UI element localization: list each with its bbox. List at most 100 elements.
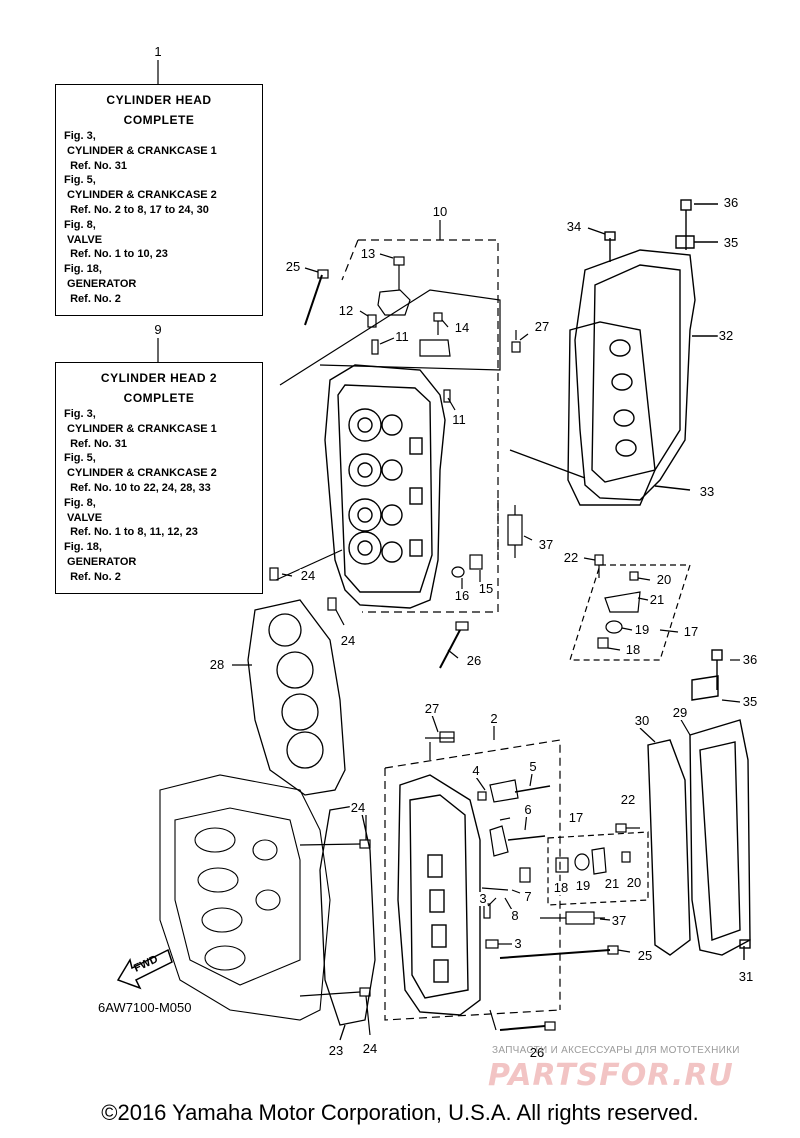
box9-line: Ref. No. 2 (64, 570, 121, 583)
ref-6: 6 (523, 802, 533, 817)
ref-7: 7 (523, 889, 533, 904)
ref-21: 21 (648, 592, 666, 607)
group-2-outline (384, 739, 561, 1021)
box1-line: Fig. 18, (64, 263, 102, 276)
box1-line: Fig. 5, (64, 174, 96, 187)
box1-title: CYLINDER HEAD (106, 93, 212, 107)
ref-17-b: 17 (567, 810, 585, 825)
box1-subtitle: COMPLETE (123, 113, 195, 127)
box9-line: Fig. 3, (64, 408, 96, 420)
group-17-upper-outline (569, 564, 691, 661)
ref-19-b: 19 (574, 878, 592, 893)
ref-23: 23 (327, 1043, 345, 1058)
ref-25-b: 25 (636, 948, 654, 963)
group-10-outline (341, 239, 499, 613)
box1-line: VALVE (64, 233, 103, 246)
box9-line: CYLINDER & CRANKCASE 2 (64, 467, 217, 480)
ref-18: 18 (624, 642, 642, 657)
box9-line: Ref. No. 1 to 8, 11, 12, 23 (64, 526, 198, 539)
ref-20-b: 20 (625, 875, 643, 890)
spark-plug-37-lower (540, 911, 605, 925)
ref-14: 14 (453, 320, 471, 335)
ref-20: 20 (655, 572, 673, 587)
lower-gasket-23 (319, 804, 376, 1041)
ref-24: 24 (299, 568, 317, 583)
box1-line: Fig. 3, (64, 130, 96, 142)
watermark-logo: PARTSFOR.RU (488, 1058, 734, 1093)
ref-17: 17 (682, 624, 700, 639)
ref-36: 36 (722, 195, 740, 210)
ref-24-b: 24 (339, 633, 357, 648)
ref-11: 11 (394, 329, 410, 344)
ref-3-b: 3 (513, 936, 523, 951)
dowels-24-lower (299, 815, 371, 1036)
ref-18-b: 18 (552, 880, 570, 895)
ref-8: 8 (510, 908, 520, 923)
lower-cylinder-head (397, 774, 481, 1016)
ref-22: 22 (562, 550, 580, 565)
box9-line: Ref. No. 31 (64, 437, 127, 450)
ref-21-b: 21 (603, 876, 621, 891)
head-gasket-28 (232, 599, 346, 796)
parts-15-16 (451, 554, 483, 590)
leaders-group-10 (279, 253, 529, 411)
box9-line: CYLINDER & CRANKCASE 1 (64, 422, 217, 435)
ref-37-b: 37 (610, 913, 628, 928)
box1-line: Fig. 8, (64, 218, 96, 231)
ref-15: 15 (477, 581, 495, 596)
ref-24-c: 24 (349, 800, 367, 815)
ref-26: 26 (465, 653, 483, 668)
ref-4: 4 (471, 763, 481, 778)
box1-line: Ref. No. 2 (64, 292, 121, 305)
ref-27: 27 (533, 319, 551, 334)
ref-22-b: 22 (619, 792, 637, 807)
box9-number: 9 (153, 322, 163, 337)
valve-cover-29-30 (647, 649, 751, 960)
ref-29: 29 (671, 705, 689, 720)
box9-line: VALVE (64, 511, 103, 524)
box1-line: Ref. No. 2 to 8, 17 to 24, 30 (64, 203, 209, 216)
box9-line: Fig. 8, (64, 496, 96, 509)
watermark-tagline: ЗАПЧАСТИ И АКСЕССУАРЫ ДЛЯ МОТОТЕХНИКИ (492, 1045, 740, 1056)
box1-line: Ref. No. 31 (64, 159, 127, 172)
ref-12: 12 (337, 303, 355, 318)
box1-cylinder-head: CYLINDER HEAD COMPLETE Fig. 3, CYLINDER … (55, 84, 263, 316)
box1-number: 1 (153, 44, 163, 59)
box9-subtitle: COMPLETE (123, 391, 195, 405)
ref-35: 35 (722, 235, 740, 250)
ref-34: 34 (565, 219, 583, 234)
box9-line: Ref. No. 10 to 22, 24, 28, 33 (64, 481, 211, 494)
box9-line: Fig. 5, (64, 452, 96, 465)
ref-28: 28 (208, 657, 226, 672)
ref-31: 31 (737, 969, 755, 984)
group-17-lower-parts (555, 823, 640, 875)
valve-cover-32-33 (509, 199, 718, 506)
ref-24-d: 24 (361, 1041, 379, 1056)
ref-33: 33 (698, 484, 716, 499)
lower-fasteners (425, 731, 551, 949)
spark-plug-37-upper (507, 505, 533, 558)
crankcase-block (159, 774, 331, 1021)
dowels-24-upper (269, 549, 345, 626)
ref-16: 16 (453, 588, 471, 603)
copyright-notice: ©2016 Yamaha Motor Corporation, U.S.A. A… (101, 1100, 699, 1125)
group-17-upper-parts (583, 554, 679, 651)
ref-11-b: 11 (451, 412, 467, 427)
ref-26-b: 26 (528, 1045, 546, 1060)
ref-27-b: 27 (423, 701, 441, 716)
box1-line: CYLINDER & CRANKCASE 2 (64, 189, 217, 202)
ref-32: 32 (717, 328, 735, 343)
bolt-25-lower (499, 945, 631, 959)
upper-cylinder-head (324, 364, 446, 609)
ref-5: 5 (528, 759, 538, 774)
box1-line: Ref. No. 1 to 10, 23 (64, 248, 168, 261)
ref-13: 13 (359, 246, 377, 261)
bolt-26-upper (439, 621, 469, 669)
ref-30: 30 (633, 713, 651, 728)
ref-19: 19 (633, 622, 651, 637)
fwd-arrow-icon (116, 948, 173, 990)
leaders-lower (431, 659, 741, 921)
box9-title: CYLINDER HEAD 2 (100, 371, 218, 385)
ref-36-b: 36 (741, 652, 759, 667)
